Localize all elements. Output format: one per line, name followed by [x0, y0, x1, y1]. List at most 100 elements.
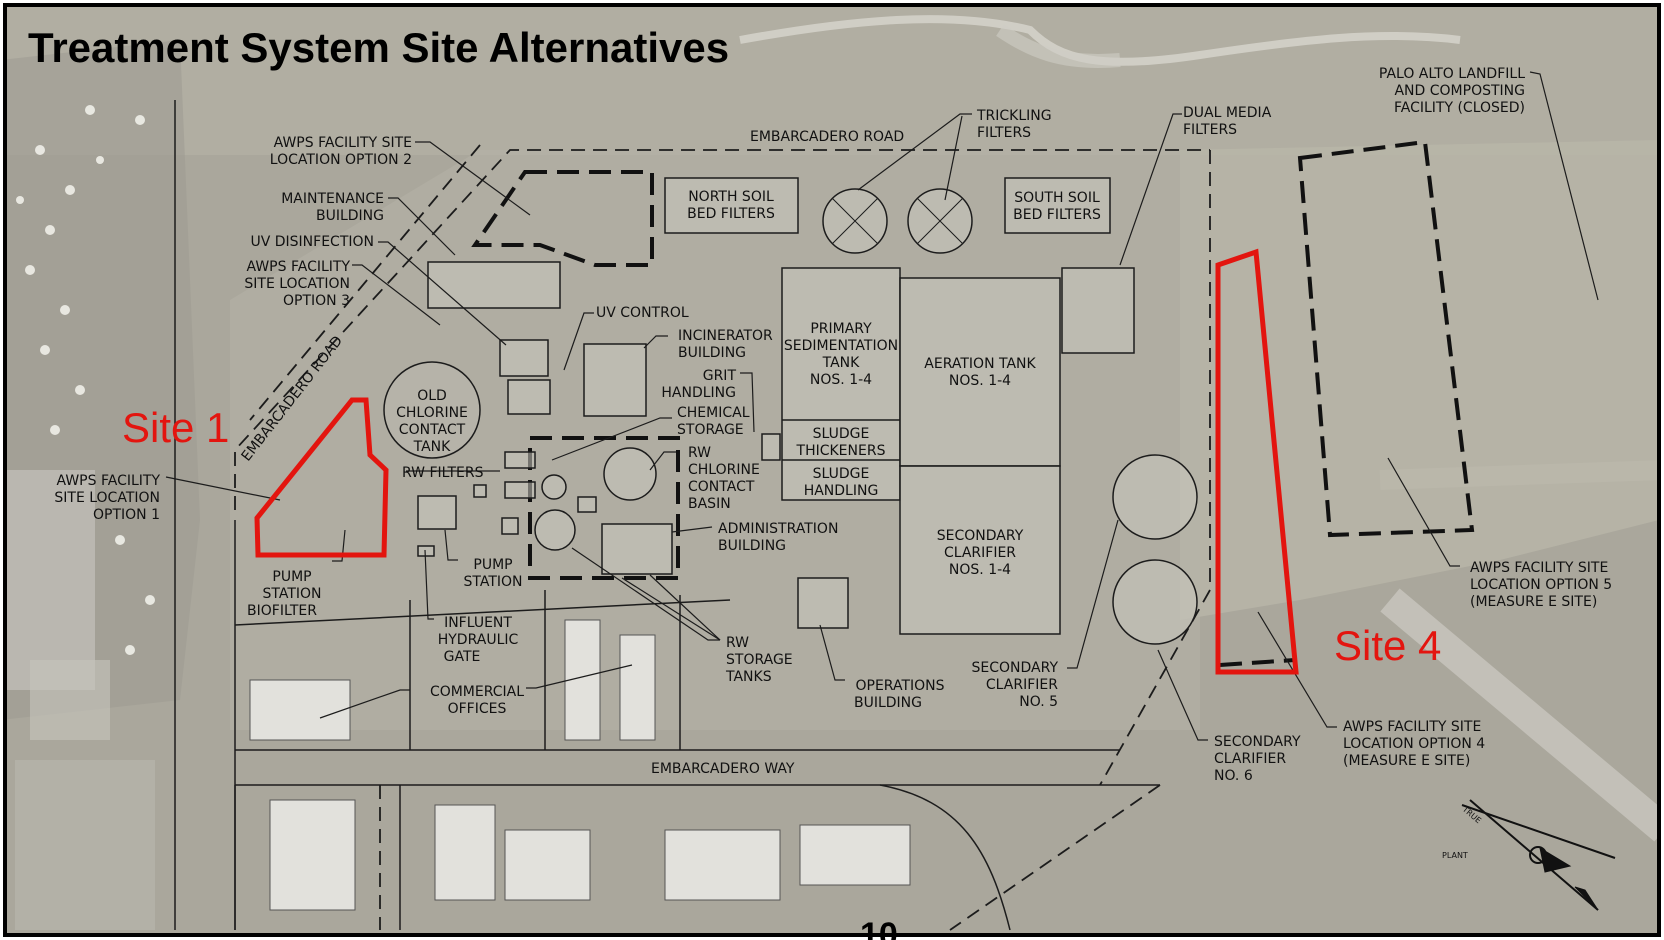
label-opt4-1: AWPS FACILITY SITE — [1343, 719, 1481, 735]
label-sec6-1: SECONDARY — [1214, 734, 1301, 750]
label-admin-2: BUILDING — [718, 538, 786, 554]
label-pump-station-2: STATION — [463, 574, 522, 590]
label-old-chlorine-2: CHLORINE — [396, 405, 468, 421]
parking-lot — [15, 760, 155, 930]
label-embarcadero-way: EMBARCADERO WAY — [651, 761, 795, 777]
label-pump-bio-2: STATION — [262, 586, 321, 602]
label-palo-alto-3: FACILITY (CLOSED) — [1394, 100, 1525, 116]
label-primary-1: PRIMARY — [810, 321, 872, 337]
label-uv-disinfection: UV DISINFECTION — [250, 234, 374, 250]
label-north-plant: PLANT — [1442, 851, 1468, 860]
label-opt1-1: AWPS FACILITY — [57, 473, 161, 489]
awps-dashed-sites — [471, 139, 1475, 667]
label-old-chlorine-1: OLD — [417, 388, 447, 404]
label-commercial-2: OFFICES — [448, 701, 507, 717]
bottom-buildings — [249, 619, 911, 911]
label-opt3-2: SITE LOCATION — [244, 276, 350, 292]
highway — [1380, 588, 1659, 842]
label-rw-chlorine-4: BASIN — [688, 496, 731, 512]
label-opt4-3: (MEASURE E SITE) — [1343, 753, 1470, 769]
label-sec5-2: CLARIFIER — [986, 677, 1058, 693]
label-opt3-3: OPTION 3 — [283, 293, 350, 309]
label-opt3-1: AWPS FACILITY — [247, 259, 351, 275]
map-border — [3, 3, 1661, 937]
label-chemical-1: CHEMICAL — [677, 405, 750, 421]
leader-lines — [165, 71, 1599, 741]
label-sludge-hand-2: HANDLING — [804, 483, 879, 499]
label-north-soil-1: NORTH SOIL — [688, 189, 774, 205]
label-maint-2: BUILDING — [316, 208, 384, 224]
site-1-outline — [254, 397, 389, 558]
label-primary-3: TANK — [822, 355, 861, 371]
label-opt2-1: AWPS FACILITY SITE — [274, 135, 412, 151]
label-operations-1: OPERATIONS — [855, 678, 944, 694]
label-rw-filters: RW FILTERS — [402, 465, 484, 481]
label-maint-1: MAINTENANCE — [281, 191, 384, 207]
label-palo-alto-1: PALO ALTO LANDFILL — [1379, 66, 1525, 82]
label-embarcadero-road: EMBARCADERO ROAD — [750, 129, 904, 145]
label-rw-storage-2: STORAGE — [726, 652, 793, 668]
label-old-chlorine-3: CONTACT — [399, 422, 466, 438]
label-opt4-2: LOCATION OPTION 4 — [1343, 736, 1485, 752]
label-influent-1: INFLUENT — [444, 615, 512, 631]
label-grit-2: HANDLING — [661, 385, 736, 401]
label-rw-storage-3: TANKS — [725, 669, 772, 685]
label-trickling-1: TRICKLING — [976, 108, 1052, 124]
label-pump-station-1: PUMP — [473, 557, 512, 573]
label-influent-3: GATE — [444, 649, 481, 665]
label-sludge-thick-1: SLUDGE — [813, 426, 870, 442]
label-rw-chlorine-2: CHLORINE — [688, 462, 760, 478]
label-rw-chlorine-1: RW — [688, 445, 711, 461]
trickling-filter-arms — [831, 197, 964, 245]
label-old-chlorine-4: TANK — [413, 439, 452, 455]
label-sludge-hand-1: SLUDGE — [813, 466, 870, 482]
label-sec-clar-1: SECONDARY — [937, 528, 1024, 544]
label-south-soil-2: BED FILTERS — [1013, 207, 1101, 223]
label-trickling-2: FILTERS — [977, 125, 1031, 141]
label-commercial-1: COMMERCIAL — [430, 684, 524, 700]
label-south-soil-1: SOUTH SOIL — [1014, 190, 1100, 206]
label-primary-4: NOS. 1-4 — [810, 372, 872, 388]
parcel-lines — [174, 100, 1160, 931]
plant-structures — [383, 177, 1198, 645]
label-dual-media-1: DUAL MEDIA — [1183, 105, 1272, 121]
label-influent-2: HYDRAULIC — [438, 632, 519, 648]
label-pump-bio-3: BIOFILTER — [247, 603, 317, 619]
label-primary-2: SEDIMENTATION — [784, 338, 898, 354]
label-aeration-2: NOS. 1-4 — [949, 373, 1011, 389]
label-aeration-1: AERATION TANK — [924, 356, 1036, 372]
label-opt5-1: AWPS FACILITY SITE — [1470, 560, 1608, 576]
label-uv-control: UV CONTROL — [596, 305, 689, 321]
site-4-outline — [1215, 248, 1299, 675]
label-operations-2: BUILDING — [854, 695, 922, 711]
label-admin-1: ADMINISTRATION — [718, 521, 838, 537]
label-dual-media-2: FILTERS — [1183, 122, 1237, 138]
label-pump-bio-1: PUMP — [272, 569, 311, 585]
label-rw-storage-1: RW — [726, 635, 749, 651]
plant-boundary — [234, 144, 1211, 931]
site-outlines — [254, 248, 1299, 675]
label-sec5-1: SECONDARY — [972, 660, 1059, 676]
label-sec6-3: NO. 6 — [1214, 768, 1253, 784]
label-opt1-2: SITE LOCATION — [54, 490, 160, 506]
label-opt5-2: LOCATION OPTION 5 — [1470, 577, 1612, 593]
label-incinerator-1: INCINERATOR — [678, 328, 773, 344]
airport-apron — [5, 470, 95, 690]
label-sec-clar-3: NOS. 1-4 — [949, 562, 1011, 578]
site-1-label: Site 1 — [122, 404, 230, 451]
aerial-field — [1180, 140, 1659, 620]
north-arrow — [1461, 799, 1616, 911]
page-number: 10 — [860, 916, 898, 940]
label-grit-1: GRIT — [703, 368, 737, 384]
label-palo-alto-2: AND COMPOSTING — [1394, 83, 1525, 99]
label-north-soil-2: BED FILTERS — [687, 206, 775, 222]
label-opt1-3: OPTION 1 — [93, 507, 160, 523]
label-sludge-thick-2: THICKENERS — [796, 443, 886, 459]
label-sec-clar-2: CLARIFIER — [944, 545, 1016, 561]
label-sec5-3: NO. 5 — [1019, 694, 1058, 710]
label-opt5-3: (MEASURE E SITE) — [1470, 594, 1597, 610]
parked-planes — [16, 105, 155, 655]
label-rw-chlorine-3: CONTACT — [688, 479, 755, 495]
